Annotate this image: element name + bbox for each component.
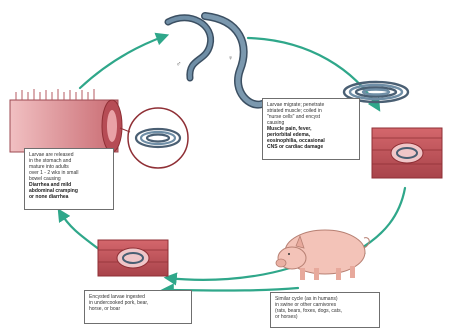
note-similar-cycle: Similar cycle (as in humans) in swine or… <box>270 292 380 328</box>
intestine-icon <box>10 89 122 152</box>
note-bold-line: or none diarrhea <box>29 194 109 200</box>
svg-text:♀: ♀ <box>228 55 233 62</box>
note-line: or horses) <box>275 314 375 320</box>
muscle-cyst-icon <box>372 128 442 178</box>
pig-icon <box>276 230 369 280</box>
note-encysted-larvae: Encysted larvae ingested in undercooked … <box>84 290 192 324</box>
arrow-pig-to-cyst <box>168 268 290 280</box>
arrow-intestine-to-worms <box>80 36 165 88</box>
magnified-larva-icon <box>120 108 188 168</box>
arrow-cyst-to-intestine <box>60 212 100 250</box>
note-larvae-released: Larvae are released in the stomach and m… <box>24 148 114 210</box>
note-larvae-migrate: Larvae migrate; penetrate striated muscl… <box>262 98 360 160</box>
svg-text:♂: ♂ <box>176 61 181 68</box>
arrow-muscle-to-pig <box>355 188 405 252</box>
adult-worms-icon: ♂ ♀ <box>168 16 262 105</box>
note-line: horse, or boar <box>89 306 187 312</box>
note-bold-line: CNS or cardiac damage <box>267 144 355 150</box>
encysted-larva-icon <box>98 240 168 276</box>
